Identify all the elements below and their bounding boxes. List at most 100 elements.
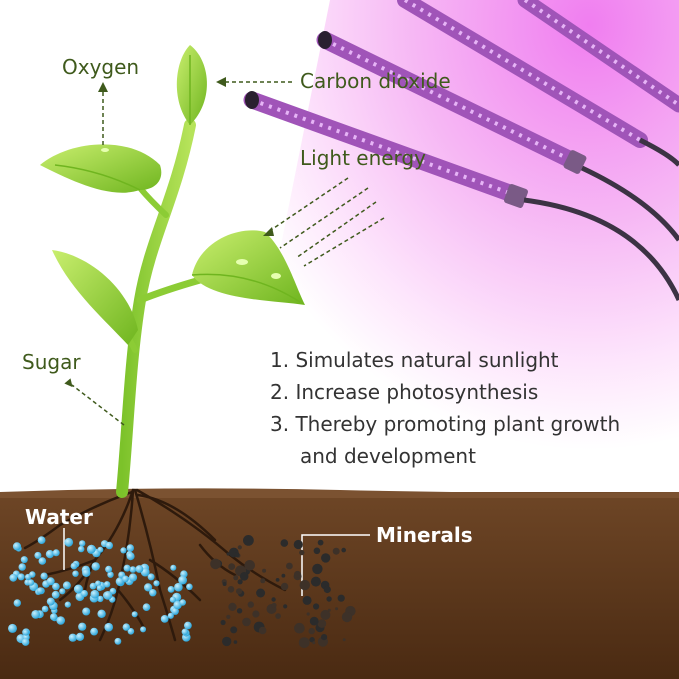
label-carbon-dioxide: Carbon dioxide [300, 69, 451, 93]
mineral-dot [294, 622, 305, 634]
water-drop [64, 601, 71, 608]
mineral-dot [321, 553, 331, 563]
water-drop [20, 556, 28, 564]
mineral-dot [280, 582, 289, 591]
benefit-text-continued: and development [300, 444, 476, 468]
water-drop [140, 626, 147, 633]
water-drop [46, 597, 55, 606]
soil [0, 492, 679, 679]
mineral-dot [233, 640, 238, 644]
mineral-dot [230, 626, 238, 634]
benefit-list: 1. Simulates natural sunlight 2. Increas… [270, 344, 620, 472]
water-drop [78, 622, 87, 631]
mineral-dot [247, 601, 254, 608]
water-drop [46, 577, 55, 586]
water-drop [36, 587, 44, 595]
mineral-dot [234, 552, 240, 558]
benefit-text: 1. Simulates natural sunlight [270, 348, 559, 372]
water-drop [72, 570, 79, 577]
water-drop [147, 573, 155, 581]
mineral-dots [210, 535, 356, 648]
mineral-dot [326, 596, 332, 602]
water-drop [181, 628, 189, 636]
water-drop [8, 623, 17, 633]
water-drop [97, 609, 106, 618]
label-oxygen: Oxygen [62, 55, 140, 79]
mineral-dot [312, 641, 316, 645]
benefit-text: 2. Increase photosynthesis [270, 380, 539, 404]
water-drop [174, 582, 183, 592]
mineral-dot [299, 549, 305, 556]
water-drop [89, 582, 97, 590]
mineral-dot [313, 547, 321, 555]
mineral-dot [271, 602, 277, 608]
mineral-dot [244, 560, 255, 571]
mineral-dot [222, 582, 227, 586]
mineral-dot [226, 614, 231, 620]
mineral-dot [260, 578, 266, 584]
water-drop [170, 564, 177, 571]
mineral-dot [309, 616, 319, 626]
water-drop [105, 541, 114, 550]
water-drop [82, 568, 91, 577]
mineral-dot [293, 539, 303, 550]
mineral-dot [281, 573, 286, 578]
label-water: Water [25, 505, 93, 529]
water-drop [97, 546, 104, 553]
water-drop [115, 577, 125, 586]
water-drop [169, 596, 176, 603]
water-drop [167, 586, 175, 593]
water-drop [41, 605, 49, 613]
mineral-dot [313, 603, 320, 610]
water-drop [75, 632, 85, 642]
water-drop [90, 589, 100, 599]
label-sugar: Sugar [22, 350, 81, 374]
leaf-top [176, 45, 207, 125]
mineral-dot [283, 604, 288, 609]
water-drop [131, 611, 138, 618]
water-drop [97, 595, 104, 603]
water-drop [184, 621, 192, 630]
mineral-dot [262, 568, 267, 573]
water-drop [127, 628, 135, 635]
water-drop [64, 537, 74, 547]
mineral-dot [286, 562, 293, 570]
water-drop [120, 547, 127, 554]
water-drop [29, 571, 36, 578]
leaf-lower-left [52, 250, 138, 345]
water-drop [78, 545, 85, 553]
water-drop [96, 585, 103, 592]
water-drop [179, 599, 186, 606]
water-drop [56, 616, 65, 625]
water-drop [167, 612, 174, 619]
label-minerals: Minerals [376, 523, 473, 547]
lamp-2 [397, 0, 679, 167]
water-drop [122, 623, 130, 631]
benefit-item-1: 1. Simulates natural sunlight [270, 344, 620, 376]
arrows [63, 81, 385, 596]
water-drop [13, 599, 21, 607]
water-drop [87, 544, 96, 554]
water-drop [27, 579, 35, 586]
mineral-dot [337, 594, 345, 602]
mineral-dot [275, 613, 281, 619]
mineral-dot [210, 558, 221, 570]
mineral-dot [302, 595, 312, 605]
water-drop [122, 575, 129, 583]
water-drop [126, 552, 135, 561]
mineral-dot [320, 609, 331, 620]
water-drop [12, 542, 22, 551]
water-drop [31, 610, 41, 619]
mineral-dot [252, 610, 260, 618]
water-drop [90, 627, 98, 636]
mineral-dot [258, 626, 267, 635]
water-drop [40, 572, 48, 580]
water-drop [149, 589, 157, 597]
mineral-dot [271, 597, 276, 602]
water-drop [95, 580, 101, 587]
water-drop [38, 557, 47, 565]
water-drop [103, 591, 113, 600]
water-drop [21, 638, 30, 646]
lamp-3 [316, 31, 679, 242]
